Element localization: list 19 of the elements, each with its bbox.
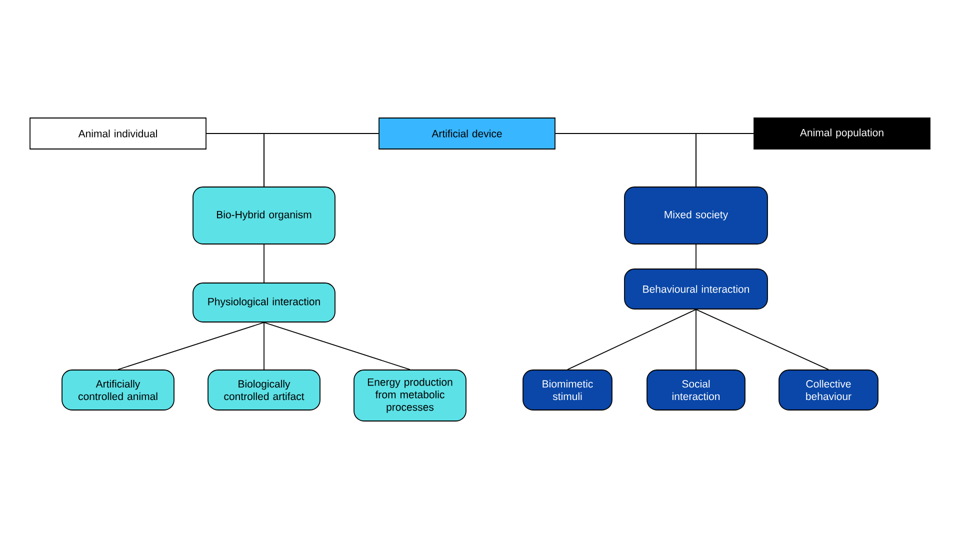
leaf-box: Artificially controlled animal — [62, 370, 174, 410]
leaf-box: Biologically controlled artifact — [208, 370, 320, 410]
leaf-box: Social interaction — [646, 370, 746, 410]
leaf-box: Energy production from metabolic processes — [354, 370, 466, 422]
connector-line — [264, 133, 379, 187]
connector-line — [264, 322, 410, 370]
leaf-box: Collective behaviour — [778, 370, 878, 410]
process-box: Bio-Hybrid organism — [192, 186, 336, 244]
connector-line — [567, 309, 696, 370]
process-box: Mixed society — [624, 186, 768, 244]
process-box: Behavioural interaction — [624, 268, 768, 310]
category-box: Animal individual — [30, 118, 206, 150]
connector-line — [118, 322, 264, 370]
leaf-box: Biomimetic stimuli — [522, 370, 612, 410]
connector-line — [696, 133, 754, 187]
process-box: Physiological interaction — [192, 282, 336, 322]
category-box: Artificial device — [378, 118, 556, 150]
connector-line — [696, 309, 829, 370]
category-box: Animal population — [754, 118, 930, 150]
